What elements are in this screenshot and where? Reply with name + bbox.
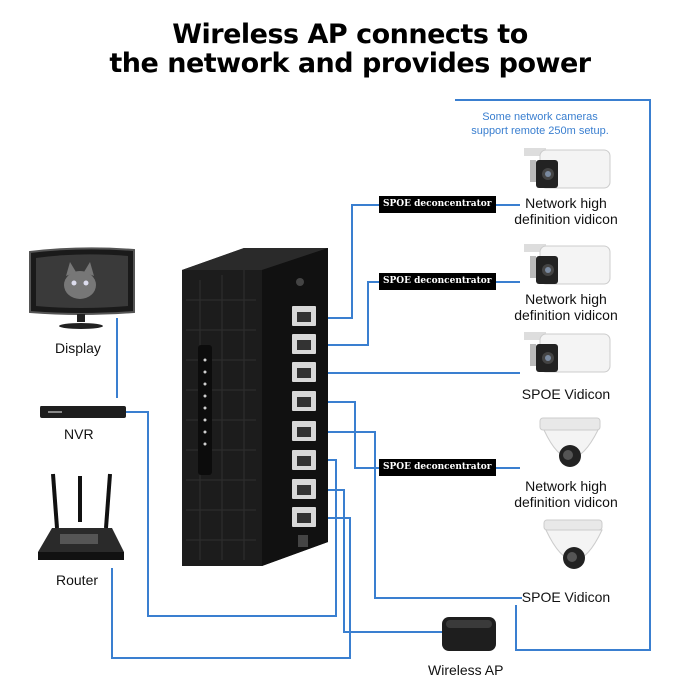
diagram-title-line-1: Wireless AP connects to — [172, 19, 528, 50]
wire-port6-nvr — [120, 411, 337, 617]
display-label: Display — [55, 340, 101, 356]
bullet-camera-icon — [524, 244, 611, 285]
router-label: Router — [56, 572, 99, 588]
wire-port4-spoe3 — [318, 401, 382, 469]
wire-port8-router — [111, 517, 351, 659]
dome-camera-icon — [539, 417, 601, 467]
camera-label-line-2: definition vidicon — [514, 307, 618, 323]
spoe-deconcentrator-badge: SPOE deconcentrator — [379, 273, 496, 290]
poe-switch-icon — [182, 248, 328, 566]
spoe-deconcentrator-badge: SPOE deconcentrator — [379, 196, 496, 213]
camera-label: Network high definition vidicon — [496, 478, 636, 510]
camera-label: Network high definition vidicon — [496, 291, 636, 323]
wire-port1-camera1 — [318, 204, 382, 319]
camera-label: SPOE Vidicon — [521, 386, 611, 402]
wireless-ap-icon — [442, 617, 496, 651]
camera-label-line-1: Network high — [525, 478, 607, 494]
diagram-title-line-2: the network and provides power — [109, 48, 591, 79]
nvr-label: NVR — [64, 426, 94, 442]
camera-label: Network high definition vidicon — [496, 195, 636, 227]
wireless-ap-label: Wireless AP — [428, 662, 504, 678]
spoe-deconcentrator-badge: SPOE deconcentrator — [379, 459, 496, 476]
camera-label-line-2: definition vidicon — [514, 211, 618, 227]
router-device-icon — [38, 473, 124, 560]
camera-label-line-2: definition vidicon — [514, 494, 618, 510]
dome-camera-icon — [543, 519, 603, 569]
bullet-camera-icon — [524, 332, 611, 373]
camera-label-line-1: Network high — [525, 195, 607, 211]
note-line-1: Some network cameras — [482, 111, 598, 123]
nvr-device-icon — [40, 406, 126, 418]
remote-setup-note: Some network cameras support remote 250m… — [455, 110, 625, 138]
display-monitor-icon — [29, 247, 135, 329]
wire-port7-ap — [318, 489, 446, 633]
camera-label-line-1: Network high — [525, 291, 607, 307]
camera-label: SPOE Vidicon — [521, 589, 611, 605]
wire-port5-camera5 — [318, 431, 522, 599]
wire-remote-loop — [455, 99, 651, 651]
note-line-2: support remote 250m setup. — [471, 125, 609, 137]
bullet-camera-icon — [524, 148, 611, 189]
wire-port2-camera2 — [318, 281, 382, 346]
